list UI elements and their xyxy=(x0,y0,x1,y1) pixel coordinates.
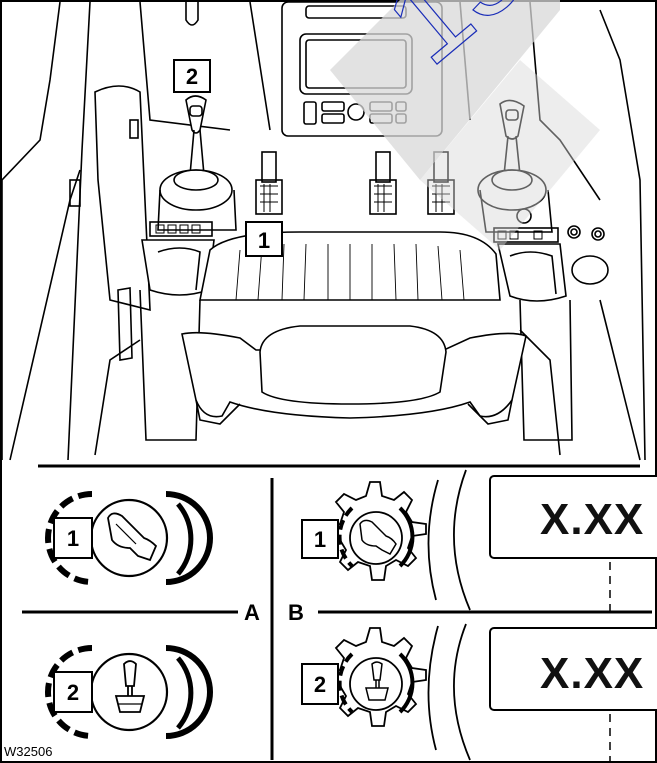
figure-id: W32506 xyxy=(4,744,52,759)
indicator-a1-label: 1 xyxy=(67,526,79,551)
display-b1: 1 X.XX xyxy=(302,470,657,612)
section-label-b: B xyxy=(288,600,304,625)
display-b1-value: X.XX xyxy=(540,495,644,544)
callout-2-label: 2 xyxy=(186,64,198,89)
callout-2: 2 xyxy=(174,60,210,92)
indicator-a2: 2 xyxy=(48,648,210,736)
callout-1: 1 xyxy=(246,222,282,256)
section-label-a: A xyxy=(244,600,260,625)
display-b2: 2 X.XX xyxy=(302,624,657,762)
indicator-a1: 1 xyxy=(48,494,210,582)
callout-1-label: 1 xyxy=(258,228,270,253)
display-b2-value: X.XX xyxy=(540,649,644,698)
display-b2-label: 2 xyxy=(314,672,326,697)
indicator-a2-label: 2 xyxy=(67,680,79,705)
display-b1-label: 1 xyxy=(314,527,326,552)
